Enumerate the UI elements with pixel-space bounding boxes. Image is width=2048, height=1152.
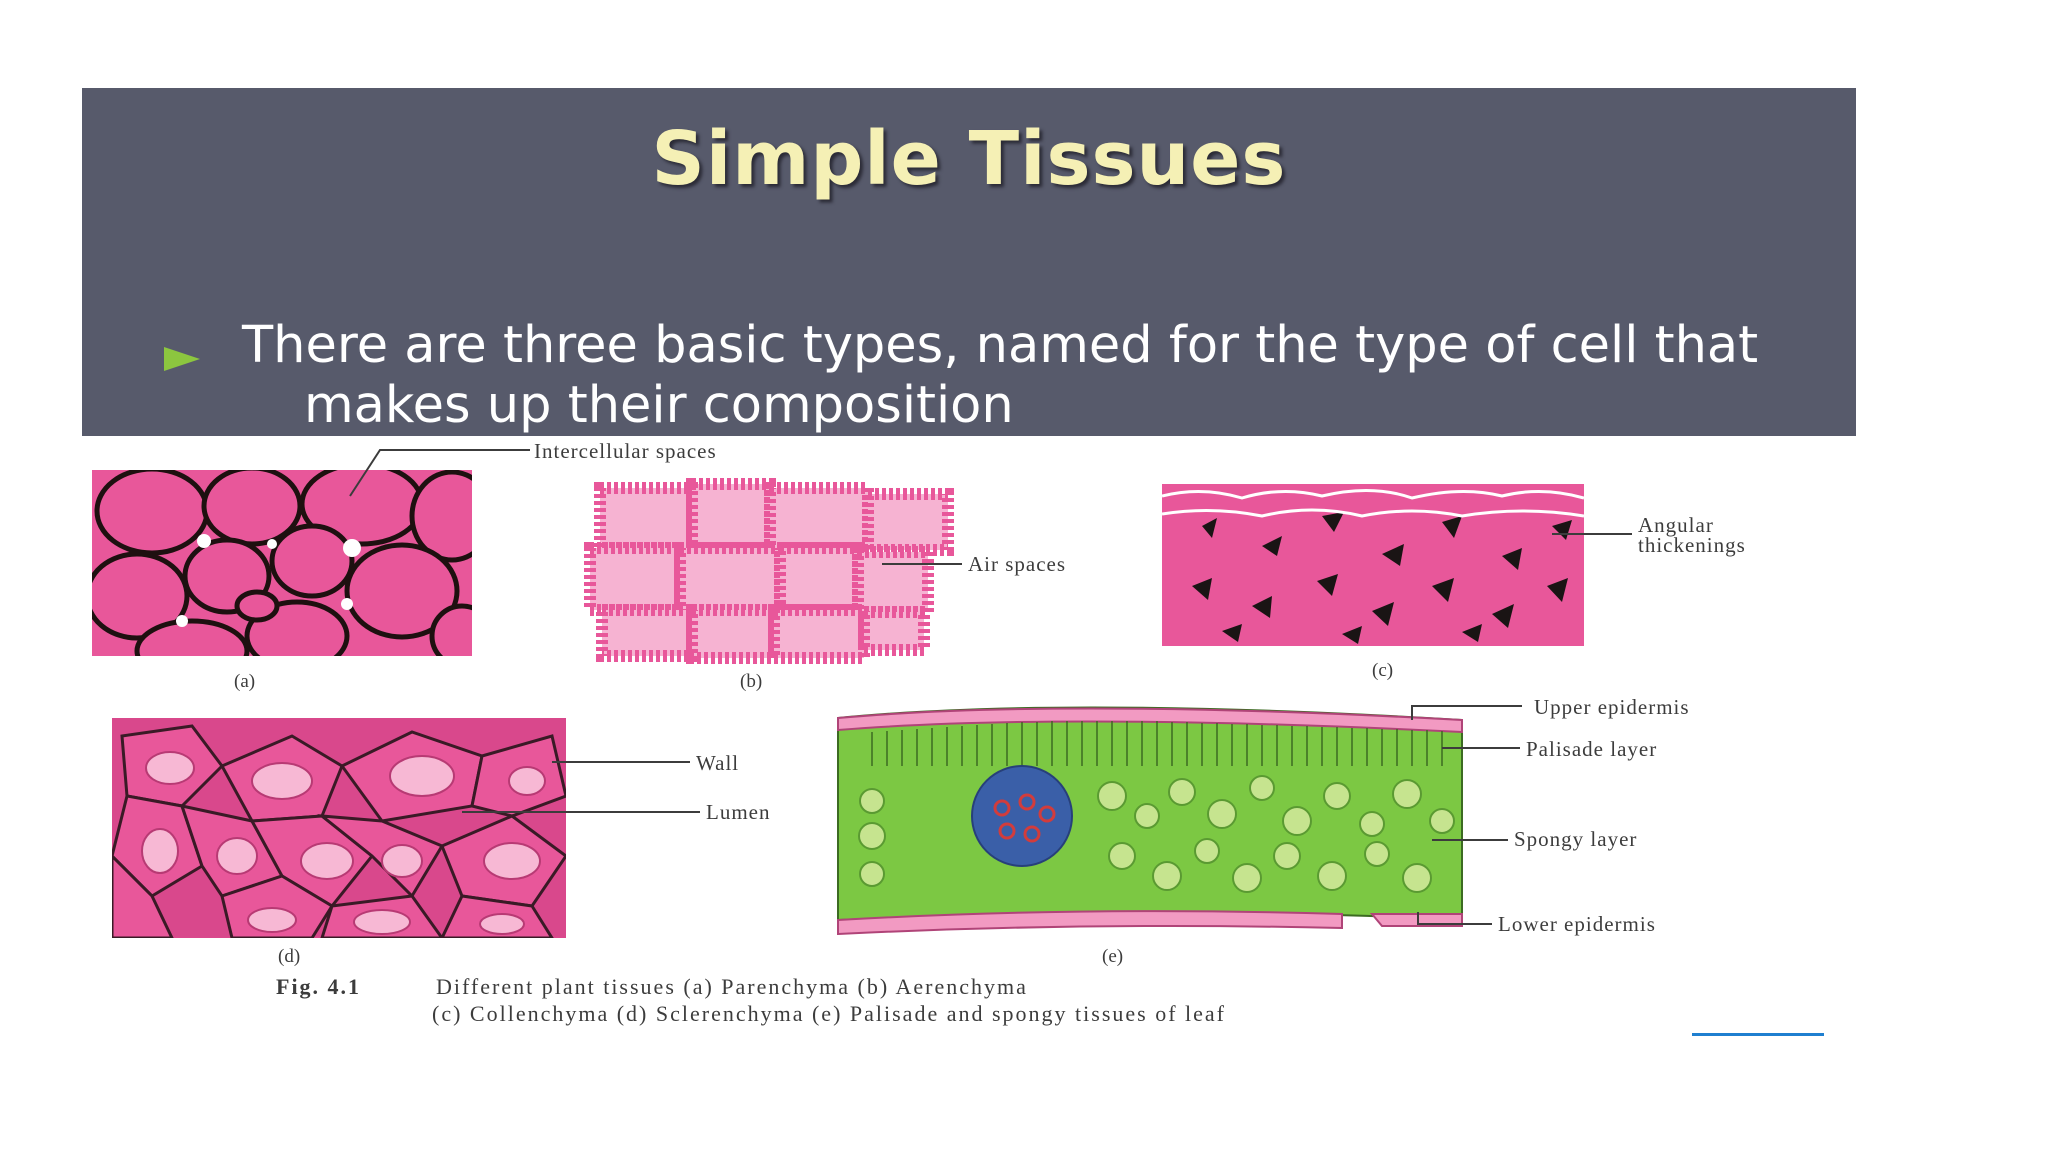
sclerenchyma-drawing (112, 718, 566, 938)
label-upper-epidermis: Upper epidermis (1534, 695, 1690, 719)
label-angular-line2: thickenings (1638, 533, 1746, 557)
leaf-section-drawing (838, 707, 1462, 934)
slide-title: Simple Tissues (82, 116, 1856, 202)
caption-line-1: Different plant tissues (a) Parenchyma (… (436, 974, 1028, 999)
caption-line-2: (c) Collenchyma (d) Sclerenchyma (e) Pal… (432, 1001, 1226, 1026)
decorative-underline (1692, 1033, 1824, 1036)
label-intercellular-spaces: Intercellular spaces (534, 439, 717, 463)
panel-label-a: (a) (234, 671, 255, 692)
figure-number: Fig. 4.1 (276, 974, 361, 999)
label-palisade-layer: Palisade layer (1526, 737, 1657, 761)
label-lumen: Lumen (706, 800, 770, 824)
plant-tissues-figure: Intercellular spaces (a) Air spaces (b) (82, 436, 1856, 1040)
triangle-right-icon (162, 344, 202, 374)
panel-label-b: (b) (740, 671, 762, 692)
parenchyma-drawing (87, 464, 492, 681)
aerenchyma-drawing (590, 484, 948, 658)
panel-label-d: (d) (278, 946, 300, 967)
collenchyma-drawing (1162, 484, 1584, 646)
label-spongy-layer: Spongy layer (1514, 827, 1637, 851)
panel-label-c: (c) (1372, 660, 1393, 681)
slide-header: Simple Tissues There are three basic typ… (82, 88, 1856, 436)
panel-label-e: (e) (1102, 946, 1123, 967)
label-lower-epidermis: Lower epidermis (1498, 912, 1656, 936)
bullet-text: There are three basic types, named for t… (242, 316, 1760, 436)
label-wall: Wall (696, 751, 739, 775)
bullet-item: There are three basic types, named for t… (162, 316, 1822, 436)
label-air-spaces: Air spaces (968, 552, 1066, 576)
plant-tissues-diagram: Intercellular spaces (a) Air spaces (b) (82, 436, 1856, 1040)
